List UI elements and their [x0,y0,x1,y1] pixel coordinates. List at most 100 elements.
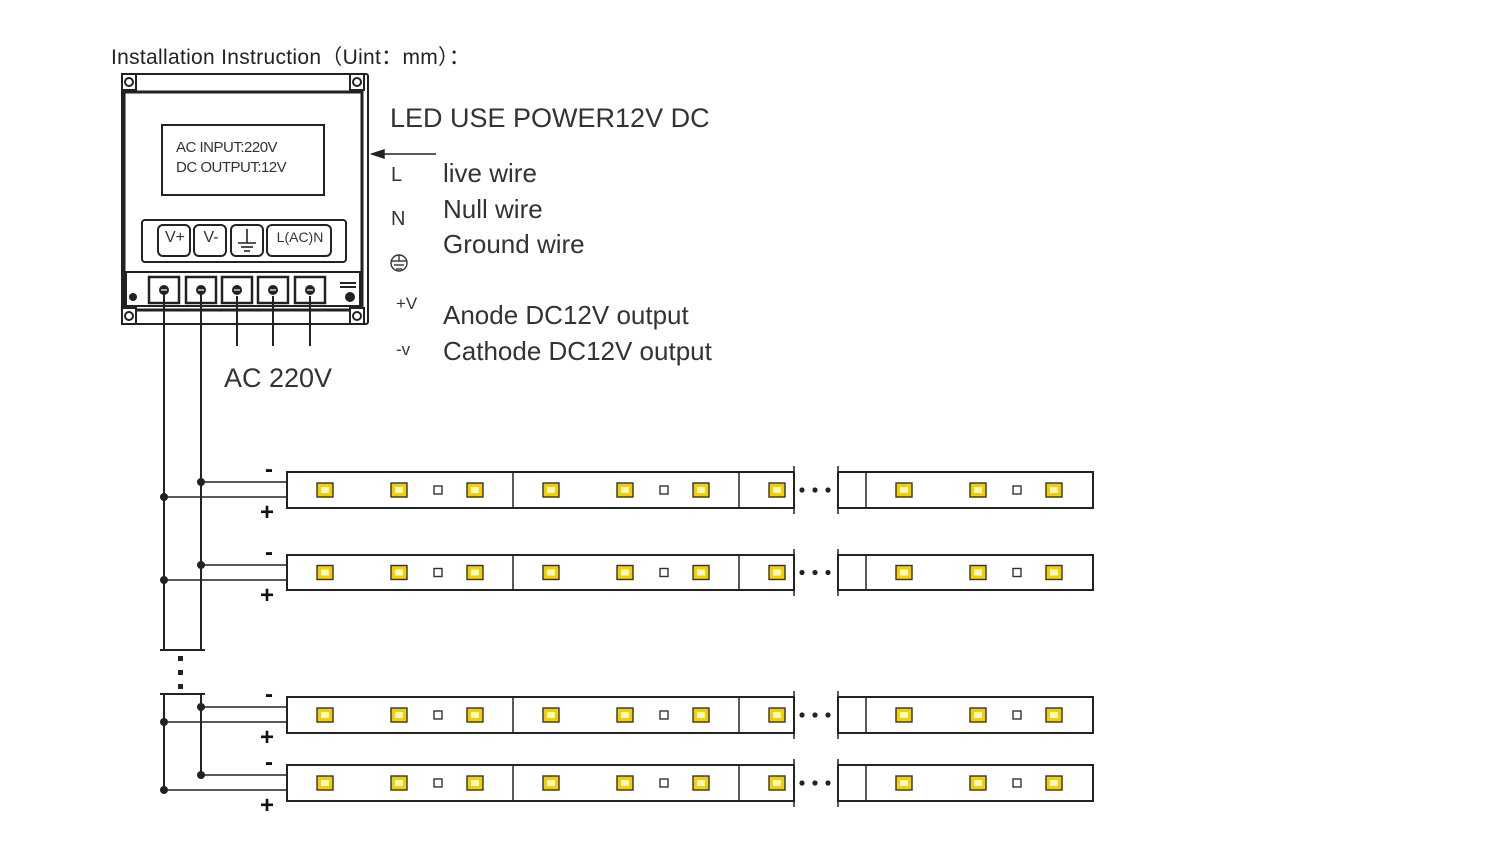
resistor [1012,778,1022,788]
legend-text-ground: Ground wire [443,229,585,259]
resistor [1012,485,1022,495]
resistor [1012,710,1022,720]
continuation-dot [812,569,818,576]
strip-plus-label: + [260,724,275,751]
continuation-dot [825,569,831,576]
power-supply-unit [121,73,369,325]
led-chip [1045,482,1063,498]
led-chip [542,482,560,498]
led-chip [466,775,484,791]
led-chip [316,482,334,498]
led-chip [969,564,987,581]
led-strip [160,759,1094,807]
led-chip [1045,707,1063,723]
strip-minus-label: - [265,749,273,776]
continuation-dot [799,569,805,576]
legend-text-anode: Anode DC12V output [443,300,689,330]
led-chip [542,775,560,791]
led-chip [895,564,913,581]
continuation-dot [799,780,805,786]
terminal-label-vplus: V+ [164,229,185,246]
resistor [433,778,443,788]
led-chip [316,707,334,723]
power-heading: LED USE POWER12V DC [390,103,710,133]
strip-plus-label: + [260,582,275,609]
led-strip [160,549,1094,596]
legend-symbol-cathode: -v [396,340,411,359]
led-chip [316,564,334,581]
resistor [433,485,443,495]
resistor [659,778,669,788]
led-chip [969,707,987,723]
led-chip [616,707,634,723]
legend-symbol-null: N [391,208,406,230]
terminal-label-ac: L(AC)N [276,229,324,245]
resistor [433,710,443,720]
led-chip [969,775,987,791]
resistor [433,567,443,578]
psu-spec-output: DC OUTPUT:12V [176,159,287,176]
led-chip [390,775,408,791]
led-chip [969,482,987,498]
continuation-dot [812,780,818,786]
led-chip [390,707,408,723]
led-chip [542,564,560,581]
led-chip [692,564,710,581]
continuation-dot [825,780,831,786]
led-chip [768,482,786,498]
led-strip-rows [160,466,1094,807]
strip-plus-label: + [260,499,275,526]
ac-input-wires [236,296,311,346]
ac-voltage-label: AC 220V [224,363,333,393]
bus-continuation-dots [178,656,183,689]
led-chip [316,775,334,791]
continuation-dot [799,712,805,718]
strip-minus-label: - [265,456,273,483]
heading-pointer [369,148,436,160]
led-chip [768,564,786,581]
strip-minus-label: - [265,681,273,708]
led-chip [768,707,786,723]
resistor [659,485,669,495]
resistor [1012,567,1022,578]
led-chip [466,707,484,723]
dc-bus-wires [160,292,205,792]
led-chip [1045,564,1063,581]
terminal-block [129,275,356,305]
led-chip [616,775,634,791]
ground-symbol-panel [238,229,256,252]
led-chip [895,707,913,723]
terminal-label-vminus: V- [203,229,219,246]
page-title: Installation Instruction（Uint：mm）： [111,46,471,69]
continuation-dot [812,487,818,493]
led-strip [160,466,1094,514]
ground-icon [390,254,408,272]
continuation-dot [799,487,805,493]
led-chip [692,707,710,723]
led-chip [692,775,710,791]
legend-symbol-live: L [391,164,403,186]
led-strip [160,691,1094,739]
led-chip [1045,775,1063,791]
strip-minus-label: - [265,539,273,566]
resistor [659,567,669,578]
led-chip [895,482,913,498]
led-chip [466,482,484,498]
led-chip [542,707,560,723]
led-chip [692,482,710,498]
led-chip [466,564,484,581]
resistor [659,710,669,720]
led-chip [616,482,634,498]
legend-text-null: Null wire [443,194,543,224]
legend-symbol-anode: +V [396,294,418,313]
led-chip [768,775,786,791]
led-chip [390,564,408,581]
continuation-dot [812,712,818,718]
led-chip [895,775,913,791]
psu-spec-input: AC INPUT:220V [176,139,278,156]
strip-plus-label: + [260,792,275,819]
earth-screw [129,282,356,302]
continuation-dot [825,487,831,493]
legend-text-live: live wire [443,158,537,188]
